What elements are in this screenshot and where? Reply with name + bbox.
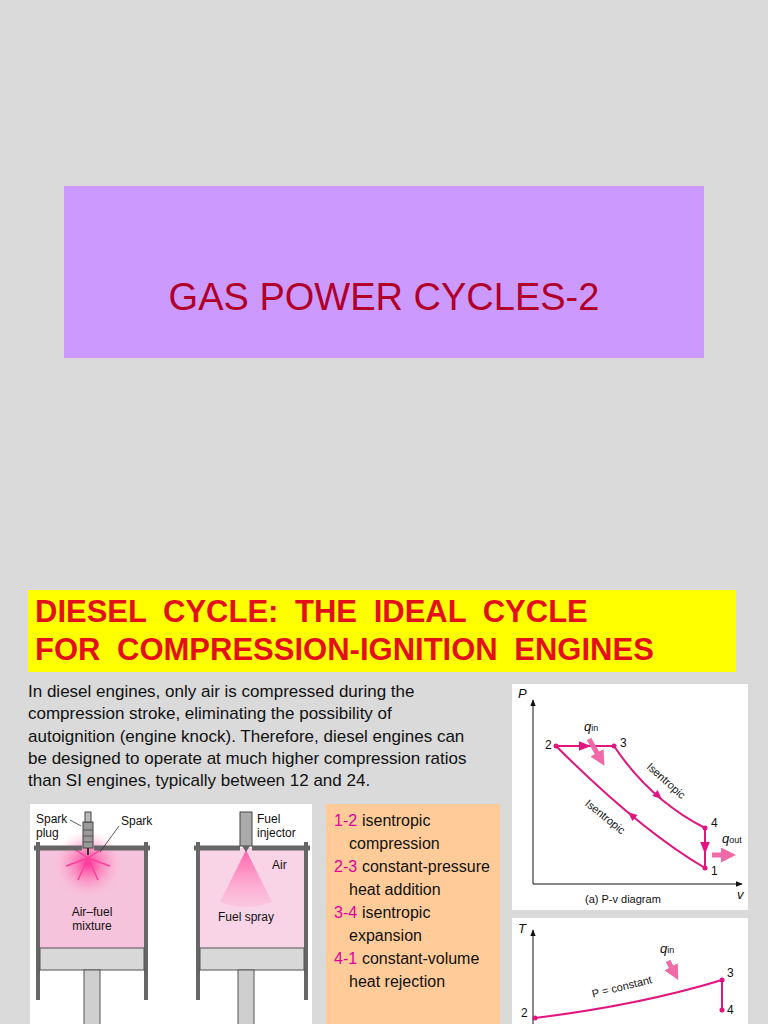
process-number: 1-2 xyxy=(334,812,357,829)
process-description: isentropic compression xyxy=(349,812,440,852)
axis-label: v xyxy=(737,887,744,902)
state-number: 2 xyxy=(521,1006,528,1020)
process-number: 3-4 xyxy=(334,904,357,921)
state-number: 4 xyxy=(711,816,718,830)
process-description: isentropic expansion xyxy=(349,904,430,944)
section-heading-band: DIESEL CYCLE: THE IDEAL CYCLE FOR COMPRE… xyxy=(28,590,736,672)
part-label: Spark xyxy=(121,814,152,828)
process-number: 4-1 xyxy=(334,950,357,967)
state-number: 3 xyxy=(727,966,734,980)
heading-text: DIESEL CYCLE: THE IDEAL CYCLE FOR COMPRE… xyxy=(35,593,663,669)
process-list-box: 1-2isentropic compression2-3constant-pre… xyxy=(326,804,500,1024)
engine-illustration xyxy=(30,804,312,1024)
diagram-caption: (a) P-v diagram xyxy=(585,893,661,906)
process-step: 3-4isentropic expansion xyxy=(334,901,494,947)
state-number: 3 xyxy=(620,736,627,750)
axis-label: T xyxy=(518,921,526,936)
process-step: 4-1constant-volume heat rejection xyxy=(334,947,494,993)
process-step: 1-2isentropic compression xyxy=(334,809,494,855)
process-step: 2-3constant-pressure heat addition xyxy=(334,855,494,901)
state-number: 1 xyxy=(711,864,718,878)
heat-label: qout xyxy=(722,834,742,845)
heat-label: qin xyxy=(660,944,674,955)
process-description: constant-pressure heat addition xyxy=(349,858,490,898)
part-label: Air–fuel mixture xyxy=(57,905,127,933)
heading-text: GAS POWER CYCLES-2 xyxy=(64,275,704,319)
process-number: 2-3 xyxy=(334,858,357,875)
part-label: Fuel spray xyxy=(211,910,281,924)
process-description: constant-volume heat rejection xyxy=(349,950,479,990)
state-number: 2 xyxy=(545,738,552,752)
pv-diagram xyxy=(512,684,748,910)
ts-diagram xyxy=(512,918,748,1024)
part-label: Spark plug xyxy=(36,812,76,840)
axis-label: P xyxy=(518,686,527,701)
heat-label: qin xyxy=(584,722,598,733)
part-label: Air xyxy=(272,858,287,872)
title-band: GAS POWER CYCLES-2 xyxy=(64,186,704,358)
body-paragraph: In diesel engines, only air is compresse… xyxy=(28,681,480,792)
part-label: Fuel injector xyxy=(257,812,309,840)
state-number: 4 xyxy=(727,1003,734,1017)
